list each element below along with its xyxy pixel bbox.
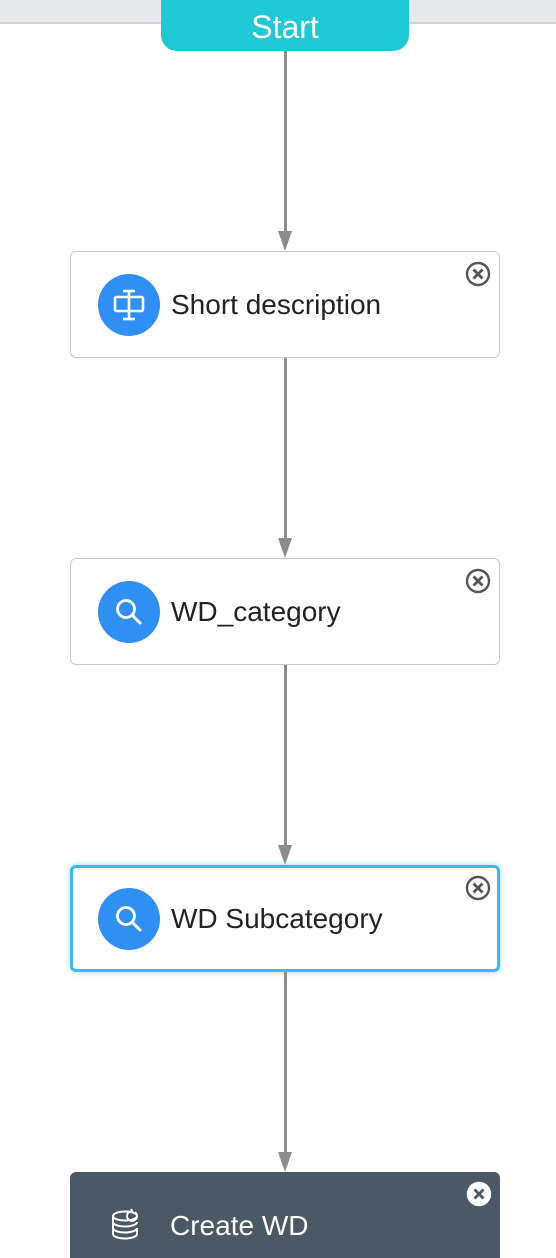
connector-line — [284, 972, 287, 1152]
connector-line — [284, 665, 287, 845]
connector-arrowhead — [278, 845, 292, 865]
flow-node-short-description[interactable]: Short description — [70, 251, 500, 358]
connector-arrowhead — [278, 231, 292, 251]
start-node[interactable]: Start — [161, 0, 409, 51]
remove-node-icon[interactable] — [463, 566, 493, 596]
start-node-label: Start — [251, 9, 319, 45]
connector-arrowhead — [278, 538, 292, 558]
remove-node-icon[interactable] — [463, 873, 493, 903]
search-icon — [98, 887, 160, 950]
remove-node-icon[interactable] — [464, 1179, 494, 1209]
connector-line — [284, 51, 287, 231]
flow-node-wd-category[interactable]: WD_category — [70, 558, 500, 665]
remove-node-icon[interactable] — [463, 259, 493, 289]
connector-line — [284, 358, 287, 538]
connector-arrowhead — [278, 1152, 292, 1172]
database-refresh-icon — [108, 1206, 148, 1246]
form-field-icon — [98, 273, 160, 336]
node-label: WD_category — [171, 595, 341, 627]
flow-node-wd-subcategory[interactable]: WD Subcategory — [70, 865, 500, 972]
search-icon — [98, 580, 160, 643]
node-label: Create WD — [170, 1209, 309, 1241]
flow-node-create-wd[interactable]: Create WD — [70, 1172, 500, 1258]
node-label: WD Subcategory — [171, 902, 383, 934]
node-label: Short description — [171, 288, 382, 320]
